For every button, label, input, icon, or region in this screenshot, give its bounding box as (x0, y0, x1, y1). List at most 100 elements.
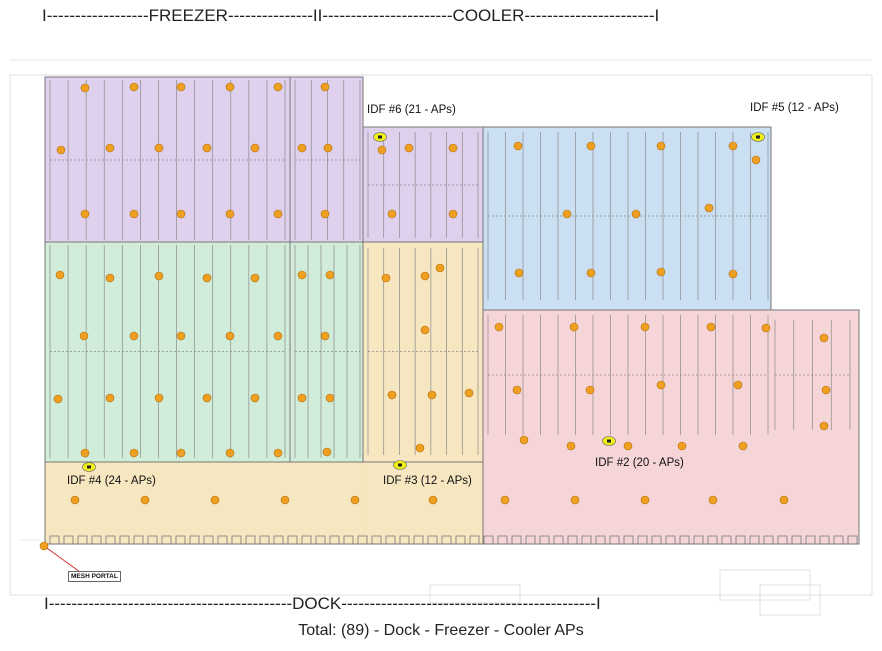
access-point-icon (273, 448, 283, 458)
access-point-icon (415, 443, 425, 453)
access-point-icon (129, 331, 139, 341)
header-top: I------------------FREEZER--------------… (42, 6, 659, 26)
access-point-icon (738, 441, 748, 451)
access-point-icon (154, 271, 164, 281)
idf2-label: IDF #2 (20 - APs) (595, 457, 684, 469)
access-point-icon (250, 143, 260, 153)
access-point-icon (297, 143, 307, 153)
access-point-icon (586, 141, 596, 151)
idf3-marker-icon (393, 460, 407, 470)
access-point-icon (656, 267, 666, 277)
access-point-icon (819, 421, 829, 431)
header-freezer-right: ---------------II----------------------- (227, 6, 453, 25)
access-point-icon (513, 141, 523, 151)
access-point-icon (631, 209, 641, 219)
access-point-icon (55, 270, 65, 280)
access-point-icon (297, 393, 307, 403)
idf3-label: IDF #3 (12 - APs) (383, 475, 472, 487)
access-point-icon (80, 83, 90, 93)
access-point-icon (56, 145, 66, 155)
header-bottom: I---------------------------------------… (44, 594, 601, 614)
access-point-icon (320, 209, 330, 219)
access-point-icon (202, 273, 212, 283)
access-point-icon (325, 393, 335, 403)
access-point-icon (387, 390, 397, 400)
access-points (39, 82, 831, 551)
access-point-icon (105, 143, 115, 153)
idf6-marker-icon (373, 132, 387, 142)
access-point-icon (176, 209, 186, 219)
access-point-icon (273, 331, 283, 341)
access-point-icon (404, 143, 414, 153)
access-point-icon (387, 209, 397, 219)
access-point-icon (225, 448, 235, 458)
access-point-icon (154, 143, 164, 153)
access-point-icon (377, 145, 387, 155)
access-point-icon (500, 495, 510, 505)
access-point-icon (140, 495, 150, 505)
access-point-icon (761, 323, 771, 333)
header-freezer-label: FREEZER (148, 6, 228, 25)
access-point-icon (154, 393, 164, 403)
access-point-icon (225, 82, 235, 92)
access-point-icon (656, 380, 666, 390)
access-point-icon (323, 143, 333, 153)
header-freezer-left: I------------------ (42, 6, 149, 25)
access-point-icon (79, 331, 89, 341)
access-point-icon (519, 435, 529, 445)
idf-markers (82, 132, 765, 472)
access-point-icon (39, 541, 49, 551)
access-point-icon (569, 322, 579, 332)
access-point-icon (322, 447, 332, 457)
access-point-icon (105, 273, 115, 283)
access-point-icon (704, 203, 714, 213)
access-point-icon (435, 263, 445, 273)
access-point-icon (176, 448, 186, 458)
zone-freezer-purple-right (363, 127, 483, 242)
access-point-icon (448, 209, 458, 219)
access-point-icon (428, 495, 438, 505)
access-point-icon (585, 385, 595, 395)
access-point-icon (273, 209, 283, 219)
access-point-icon (728, 269, 738, 279)
background-drawing-lines (9, 59, 873, 616)
access-point-icon (202, 393, 212, 403)
access-point-icon (562, 209, 572, 219)
access-point-icon (427, 390, 437, 400)
access-point-icon (514, 268, 524, 278)
idf5-label: IDF #5 (12 - APs) (750, 102, 839, 114)
access-point-icon (819, 333, 829, 343)
access-point-icon (420, 271, 430, 281)
zone-freezer-purple (45, 77, 363, 242)
header-cooler-right: -----------------------I (524, 6, 660, 25)
access-point-icon (176, 331, 186, 341)
access-point-icon (250, 273, 260, 283)
access-point-icon (448, 143, 458, 153)
mesh-portal-label: MESH PORTAL (68, 571, 121, 582)
access-point-icon (677, 441, 687, 451)
mesh-portal-leader (43, 545, 81, 573)
header-cooler-label: COOLER (452, 6, 525, 25)
access-point-icon (176, 82, 186, 92)
idf4-marker-icon (82, 462, 96, 472)
access-point-icon (129, 209, 139, 219)
access-point-icon (250, 393, 260, 403)
access-point-icon (225, 209, 235, 219)
access-point-icon (325, 270, 335, 280)
access-point-icon (512, 385, 522, 395)
total-caption: Total: (89) - Dock - Freezer - Cooler AP… (298, 622, 584, 639)
access-point-icon (464, 388, 474, 398)
idf4-label: IDF #4 (24 - APs) (67, 475, 156, 487)
access-point-icon (320, 331, 330, 341)
access-point-icon (381, 273, 391, 283)
access-point-icon (105, 393, 115, 403)
dock-doors (49, 535, 858, 544)
access-point-icon (656, 141, 666, 151)
header-dock-left: I---------------------------------------… (44, 594, 293, 613)
access-point-icon (280, 495, 290, 505)
access-point-icon (350, 495, 360, 505)
idf6-label: IDF #6 (21 - APs) (367, 104, 456, 116)
access-point-icon (733, 380, 743, 390)
access-point-icon (586, 268, 596, 278)
